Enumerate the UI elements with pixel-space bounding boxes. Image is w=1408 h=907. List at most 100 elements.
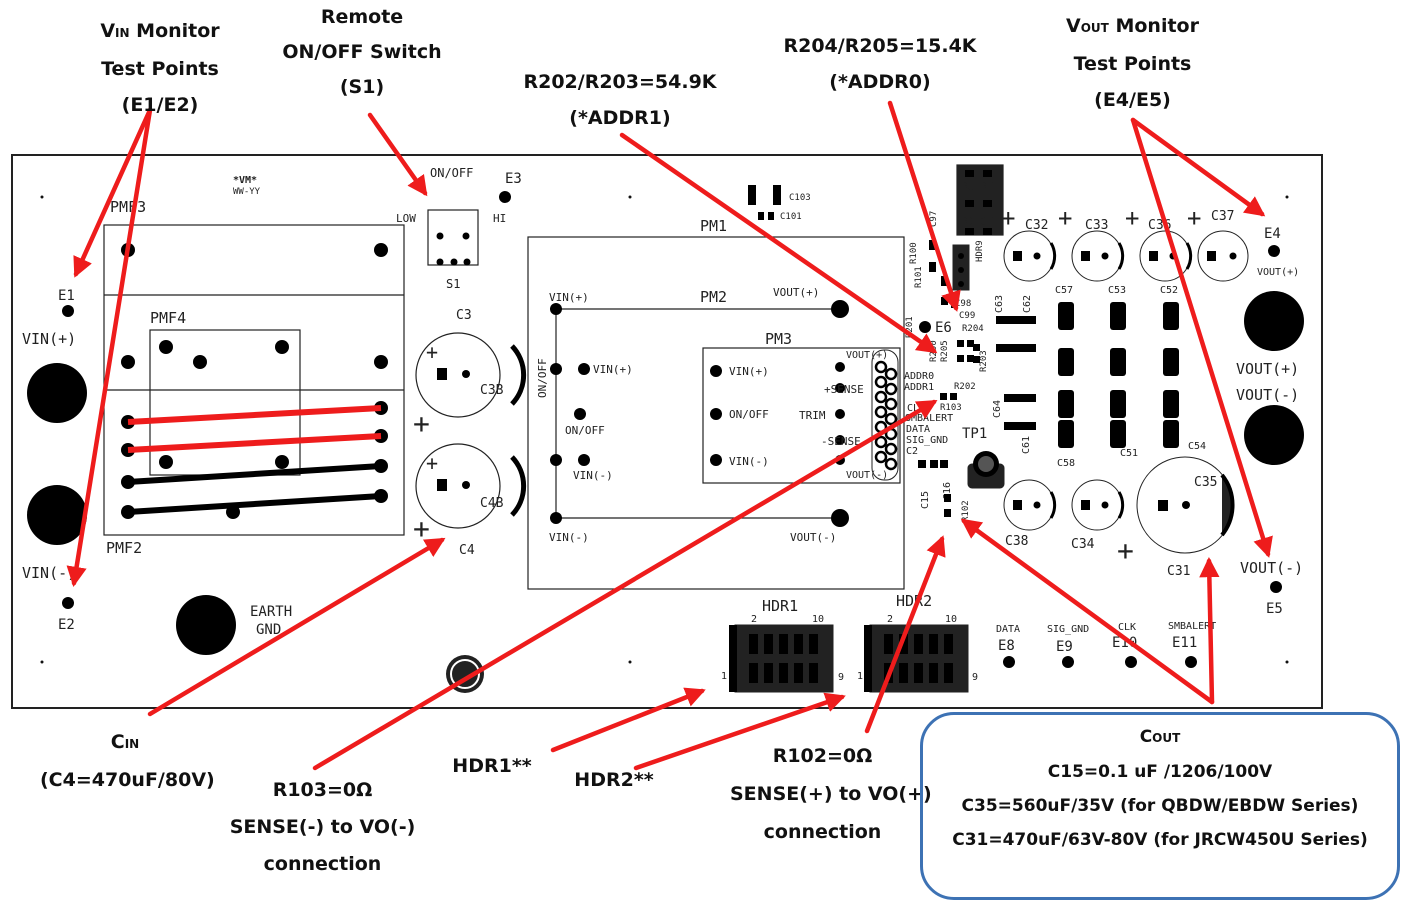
svg-text:SIG_GND: SIG_GND xyxy=(906,435,948,446)
svg-text:RT: RT xyxy=(980,180,994,193)
svg-text:HDR1: HDR1 xyxy=(762,597,798,615)
svg-text:CT: CT xyxy=(980,215,994,228)
pm1-label: PM1 xyxy=(700,217,727,235)
svg-text:+SENSE: +SENSE xyxy=(824,383,864,396)
svg-text:TP1: TP1 xyxy=(962,426,987,442)
svg-text:C98: C98 xyxy=(955,299,971,309)
c3b-label: C3B xyxy=(480,383,504,398)
svg-text:VOUT(+): VOUT(+) xyxy=(773,286,819,299)
signal-test-points: DATA E8 SIG_GND E9 CLK E10 SMBALERT E11 xyxy=(996,621,1216,668)
r102-callout: R102=0Ω SENSE(+) to VO(+) connection xyxy=(730,745,932,843)
svg-text:+: + xyxy=(426,451,438,475)
svg-text:E5: E5 xyxy=(1266,601,1283,617)
svg-text:ADDR0: ADDR0 xyxy=(904,371,934,382)
svg-text:C103: C103 xyxy=(789,193,811,203)
svg-text:C2: C2 xyxy=(906,446,918,457)
c103-c101: C103 C101 xyxy=(748,185,811,222)
svg-text:C52: C52 xyxy=(1160,285,1178,296)
svg-text:C62: C62 xyxy=(1022,295,1033,313)
svg-text:10: 10 xyxy=(812,614,824,625)
svg-text:VOUT(-): VOUT(-) xyxy=(1236,386,1299,404)
svg-text:C37: C37 xyxy=(1211,209,1234,224)
svg-text:E10: E10 xyxy=(1112,635,1137,651)
svg-text:R103: R103 xyxy=(940,403,962,413)
svg-text:ON/OFF: ON/OFF xyxy=(729,408,769,421)
svg-text:C33: C33 xyxy=(1085,218,1108,233)
svg-text:R100: R100 xyxy=(909,242,919,264)
output-caps: + + + + C32 C33 C36 C37 C57 C53 C52 C63 … xyxy=(992,204,1249,579)
svg-text:E9: E9 xyxy=(1056,639,1073,655)
e2-label: E2 xyxy=(58,617,75,633)
svg-text:C101: C101 xyxy=(780,212,802,222)
pm2-label: PM2 xyxy=(700,288,727,306)
vin-neg-label: VIN(-) xyxy=(22,564,76,582)
svg-text:VIN(+): VIN(+) xyxy=(593,363,633,376)
svg-text:VIN(-): VIN(-) xyxy=(573,469,613,482)
svg-text:DATA: DATA xyxy=(996,624,1020,635)
address-area: ADDR0 ADDR1 CLK SMBALERT DATA SIG_GND C2… xyxy=(904,164,1005,522)
low-label: LOW xyxy=(396,212,416,225)
svg-text:HDR9: HDR9 xyxy=(975,240,985,262)
svg-text:C61: C61 xyxy=(1021,436,1032,454)
c4-label: C4 xyxy=(459,543,475,558)
cout-callout-text: COUT C15=0.1 uF /1206/100V C35=560uF/35V… xyxy=(952,727,1368,850)
onoff-label: ON/OFF xyxy=(430,166,473,180)
svg-text:10: 10 xyxy=(945,614,957,625)
hdr2-callout: HDR2** xyxy=(574,769,654,791)
remote-switch-callout: Remote ON/OFF Switch (S1) xyxy=(282,6,442,98)
svg-text:CLK: CLK xyxy=(1118,622,1136,633)
r202-r203-callout: R202/R203=54.9K (*ADDR1) xyxy=(523,71,717,129)
svg-text:C31: C31 xyxy=(1167,564,1190,579)
input-caps: C3 C3B + + C4B + + C4 xyxy=(413,308,527,558)
cout-callout-box xyxy=(920,712,1400,900)
svg-text:VOUT(+): VOUT(+) xyxy=(846,350,888,361)
svg-text:+: + xyxy=(426,340,438,364)
e1-label: E1 xyxy=(58,288,75,304)
svg-text:DATA: DATA xyxy=(906,424,930,435)
svg-text:C63: C63 xyxy=(994,295,1005,313)
svg-text:C35: C35 xyxy=(1194,475,1217,490)
svg-text:RD: RD xyxy=(961,215,974,228)
svg-text:C16: C16 xyxy=(942,482,953,500)
earth-label: EARTH xyxy=(250,604,292,620)
mounting-dots xyxy=(40,195,1289,664)
svg-text:VIN(-): VIN(-) xyxy=(549,531,589,544)
pmf-block: PMF3 PMF4 PMF2 *VM* WW-YY xyxy=(103,175,405,557)
svg-text:R102: R102 xyxy=(961,500,971,522)
callout-arrows xyxy=(66,100,1273,771)
svg-text:+: + xyxy=(413,512,430,545)
svg-text:TRIM: TRIM xyxy=(799,409,826,422)
svg-text:C15: C15 xyxy=(920,491,931,509)
cin-callout: CIN (C4=470uF/80V) xyxy=(40,731,215,791)
svg-text:VOUT(+): VOUT(+) xyxy=(1236,360,1299,378)
vm-mark: *VM* xyxy=(233,175,257,186)
svg-text:C53: C53 xyxy=(1108,285,1126,296)
svg-text:SIG_GND: SIG_GND xyxy=(1047,624,1089,635)
svg-text:+: + xyxy=(1125,204,1139,232)
c4b-label: C4B xyxy=(480,496,504,511)
svg-text:E11: E11 xyxy=(1172,635,1197,651)
svg-text:+: + xyxy=(413,407,430,440)
svg-text:2: 2 xyxy=(887,614,893,625)
e3-label: E3 xyxy=(505,171,522,187)
pmf3-label: PMF3 xyxy=(110,198,146,216)
vin-pos-label: VIN(+) xyxy=(22,330,76,348)
svg-text:C58: C58 xyxy=(1057,458,1075,469)
svg-text:VOUT(-): VOUT(-) xyxy=(790,531,836,544)
gnd-label: GND xyxy=(256,622,281,638)
svg-text:+: + xyxy=(1117,534,1134,567)
hi-label: HI xyxy=(493,212,506,225)
svg-text:C38: C38 xyxy=(1005,534,1028,549)
ww-yy-mark: WW-YY xyxy=(233,187,261,197)
pm3-label: PM3 xyxy=(765,330,792,348)
hdr1-callout: HDR1** xyxy=(452,755,532,777)
vout-monitor-callout: VOUT Monitor Test Points (E4/E5) xyxy=(1066,15,1199,111)
svg-text:9: 9 xyxy=(838,672,844,683)
svg-text:VIN(+): VIN(+) xyxy=(729,365,769,378)
earth-gnd: EARTH GND xyxy=(176,595,292,655)
svg-text:C99: C99 xyxy=(959,311,975,321)
power-modules: PM1 PM2 PM3 VIN(+) VOUT(+) ON/OFF VIN(-)… xyxy=(527,217,905,590)
svg-text:R204: R204 xyxy=(962,324,984,334)
